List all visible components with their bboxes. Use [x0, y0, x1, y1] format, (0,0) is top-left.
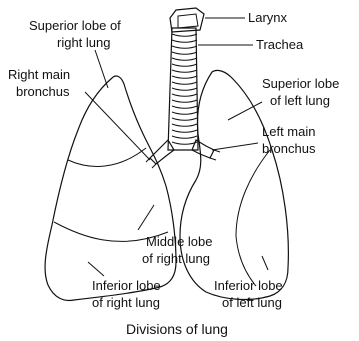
trachea-ring	[172, 76, 197, 78]
trachea-shape	[168, 28, 198, 150]
trachea-ring	[172, 46, 197, 48]
left-oblique-fissure	[236, 150, 270, 286]
label-inferior-right-line2: of right lung	[92, 295, 160, 310]
diagram-caption: Divisions of lung	[126, 321, 228, 337]
trachea-ring	[172, 130, 197, 132]
label-middle-right-line2: of right lung	[142, 251, 210, 266]
trachea-ring	[172, 118, 197, 120]
trachea-ring	[172, 82, 197, 84]
trachea-ring	[172, 106, 197, 108]
left-bronchus-shape	[192, 140, 214, 158]
trachea-ring	[172, 142, 197, 144]
leader-middle-right	[138, 205, 154, 230]
label-right-main-bronchus-line2: bronchus	[16, 84, 70, 99]
label-inferior-left-line1: Inferior lobe	[214, 278, 283, 293]
leader-inferior-right	[88, 262, 104, 276]
trachea-ring	[172, 124, 197, 126]
trachea-ring	[172, 88, 197, 90]
leader-left-main-bronchus	[212, 143, 258, 150]
leader-inferior-left	[262, 256, 268, 270]
leader-superior-right	[95, 50, 108, 88]
right-horizontal-fissure	[68, 148, 146, 166]
leader-superior-left	[228, 102, 262, 120]
label-trachea: Trachea	[256, 37, 304, 52]
trachea-ring	[172, 70, 197, 72]
label-superior-right-line2: right lung	[57, 35, 110, 50]
trachea-ring	[172, 34, 197, 36]
leader-right-main-bronchus	[85, 92, 150, 160]
label-right-main-bronchus-line1: Right main	[8, 67, 70, 82]
label-inferior-right-line1: Inferior lobe	[92, 278, 161, 293]
label-superior-right-line1: Superior lobe of	[29, 18, 121, 33]
trachea-ring	[172, 100, 197, 102]
trachea-ring	[172, 64, 197, 66]
trachea-ring	[172, 94, 197, 96]
right-bronchus-shape	[150, 140, 174, 164]
label-inferior-left-line2: of left lung	[222, 295, 282, 310]
label-middle-right-line1: Middle lobe	[146, 234, 213, 249]
label-superior-left-line1: Superior lobe	[262, 76, 339, 91]
trachea-ring	[172, 40, 197, 42]
label-left-main-bronchus-line2: bronchus	[262, 141, 316, 156]
trachea-ring	[172, 136, 197, 138]
label-superior-left-line2: of left lung	[270, 93, 330, 108]
trachea-ring	[172, 52, 197, 54]
label-larynx: Larynx	[248, 10, 288, 25]
right-lung-outline	[45, 76, 176, 300]
label-left-main-bronchus-line1: Left main	[262, 124, 315, 139]
trachea-ring	[172, 112, 197, 114]
trachea-ring	[172, 58, 197, 60]
